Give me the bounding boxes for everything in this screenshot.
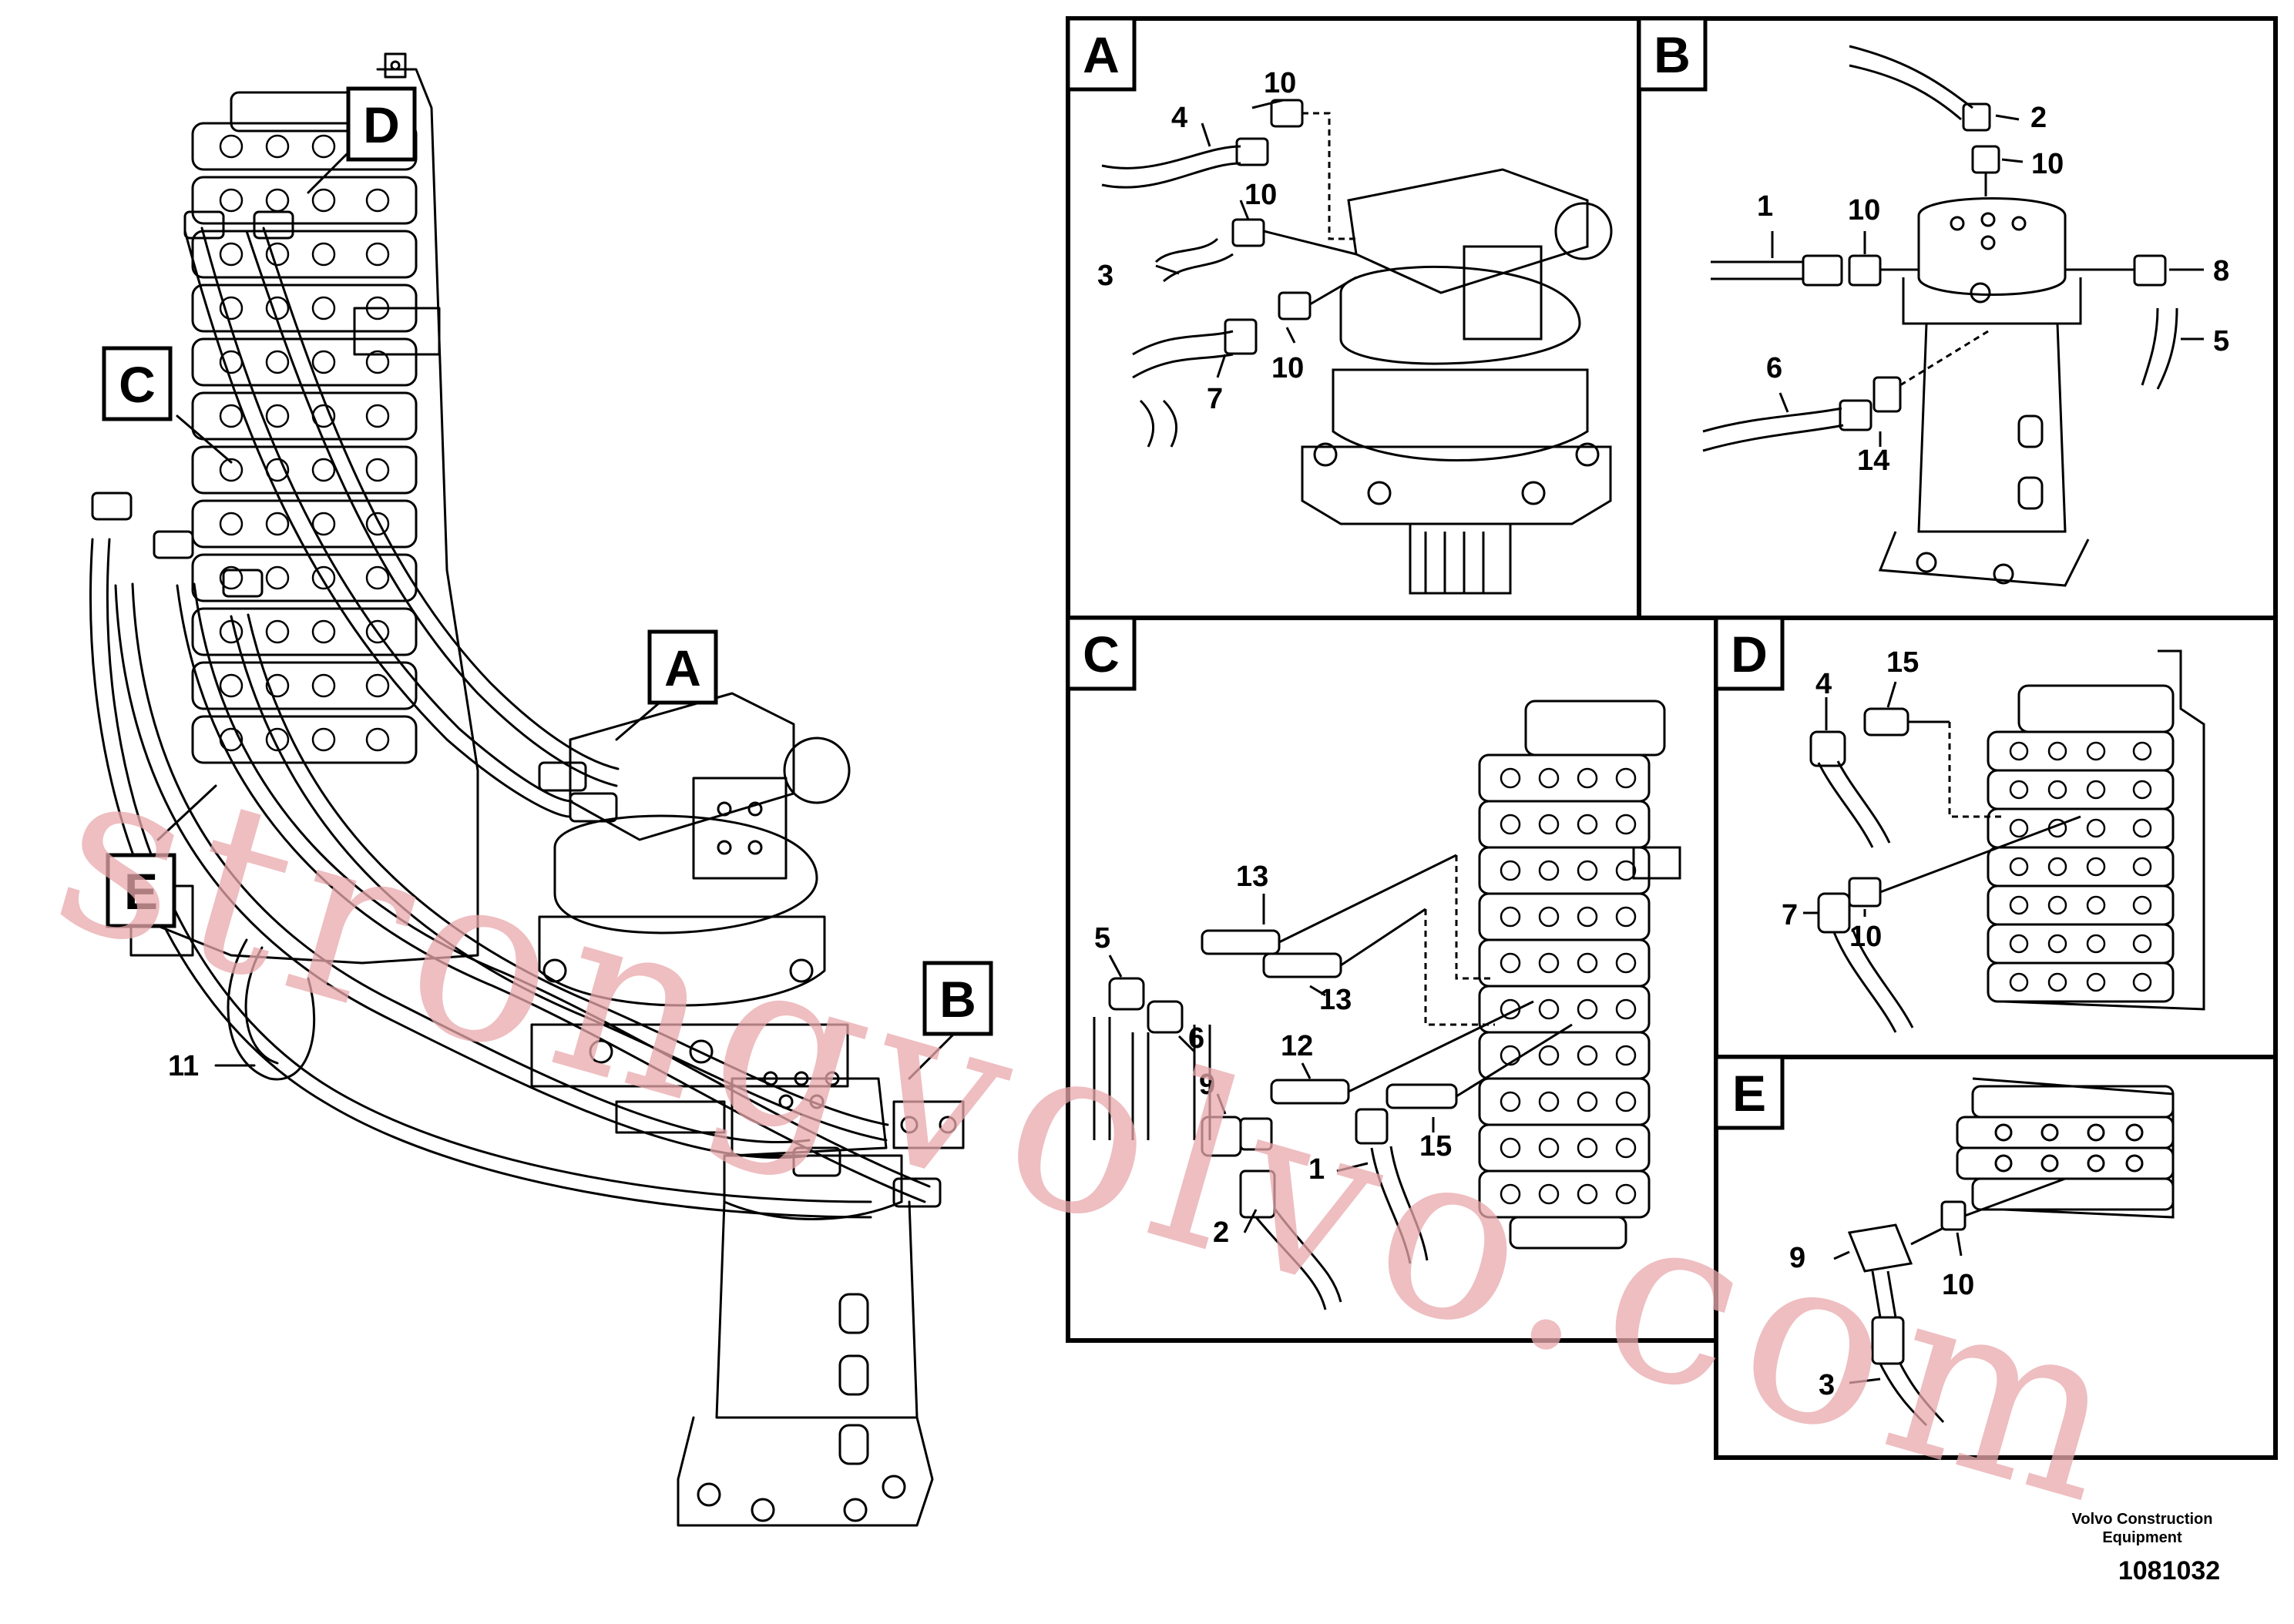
view-tag-C-label: C — [119, 356, 156, 413]
panel-E-callout-9: 9 — [1789, 1242, 1805, 1274]
panel-C-letter: C — [1083, 626, 1120, 683]
callout-11: 11 — [168, 1050, 199, 1082]
panel-A-callout-10c: 10 — [1271, 352, 1304, 384]
panel-B-callout-14: 14 — [1857, 445, 1889, 477]
panel-A-callout-4: 4 — [1171, 102, 1187, 134]
detail-panel-B: B — [1637, 16, 2278, 620]
panel-D-callout-10: 10 — [1849, 921, 1882, 953]
view-tag-C: C — [102, 346, 173, 421]
panel-C-callout-12: 12 — [1281, 1030, 1313, 1062]
panel-D-drawing — [1809, 649, 2205, 1033]
panel-D-callout-4: 4 — [1815, 668, 1832, 700]
panel-A-callout-10a: 10 — [1264, 67, 1296, 99]
view-tag-D: D — [346, 86, 417, 162]
panel-B-drawing — [1702, 45, 2178, 587]
panel-B-callout-10a: 10 — [2031, 148, 2064, 180]
view-tag-D-label: D — [363, 96, 400, 153]
view-tag-B-label: B — [939, 971, 976, 1028]
panel-C-callout-15: 15 — [1419, 1130, 1452, 1163]
panel-A-callout-3: 3 — [1097, 260, 1113, 292]
panel-C-drawing — [1093, 700, 1681, 1310]
panel-B-letter: B — [1654, 26, 1691, 83]
panel-B-callout-2: 2 — [2030, 102, 2047, 134]
view-tag-A-label: A — [664, 639, 701, 696]
company-name-line2: Equipment — [2102, 1529, 2182, 1546]
panel-A-letter: A — [1083, 26, 1120, 83]
panel-C-callout-13a: 13 — [1236, 861, 1268, 893]
view-tag-B: B — [922, 961, 993, 1036]
watermark-text: strongvolvo.com — [31, 711, 2159, 1559]
detail-panel-C: C — [1066, 616, 1718, 1343]
panel-C-callout-2: 2 — [1213, 1216, 1229, 1249]
detail-panel-D: D — [1714, 616, 2278, 1059]
panel-E-callout-3: 3 — [1819, 1369, 1835, 1401]
panel-B-callout-5: 5 — [2213, 325, 2229, 357]
panel-C-callout-1: 1 — [1308, 1153, 1325, 1186]
panel-B-callout-1: 1 — [1757, 190, 1773, 223]
panel-C-callout-9: 9 — [1199, 1069, 1215, 1101]
panel-E-drawing — [1847, 1077, 2175, 1427]
panel-D-letter: D — [1731, 626, 1768, 683]
panel-B-callout-10b: 10 — [1848, 194, 1880, 226]
main-assembly-drawing — [89, 52, 965, 1527]
panel-A-drawing — [1101, 99, 1613, 595]
panel-E-callout-10: 10 — [1942, 1269, 1974, 1301]
panel-E-letter: E — [1732, 1065, 1766, 1122]
panel-C-callout-13b: 13 — [1319, 984, 1352, 1016]
panel-C-callout-6: 6 — [1188, 1022, 1204, 1055]
view-tag-E: E — [106, 853, 176, 928]
panel-D-callout-7: 7 — [1782, 899, 1798, 931]
detail-panel-E: E 9 10 3 — [1714, 1055, 2278, 1460]
part-number: 1081032 — [2118, 1556, 2220, 1585]
panel-A-callout-7: 7 — [1207, 383, 1223, 415]
view-tag-A: A — [647, 629, 718, 705]
view-tag-E-label: E — [124, 863, 158, 920]
panel-B-callout-6: 6 — [1766, 352, 1782, 384]
main-view-tags: D C A B E 11 — [102, 86, 993, 1082]
panel-D-callout-15: 15 — [1886, 646, 1919, 679]
panel-B-callout-8: 8 — [2213, 255, 2229, 287]
detail-panel-A: A — [1066, 16, 1641, 620]
panel-A-callout-10b: 10 — [1244, 179, 1277, 211]
company-name-line1: Volvo Construction — [2072, 1511, 2213, 1528]
panel-C-callout-5: 5 — [1094, 922, 1110, 955]
